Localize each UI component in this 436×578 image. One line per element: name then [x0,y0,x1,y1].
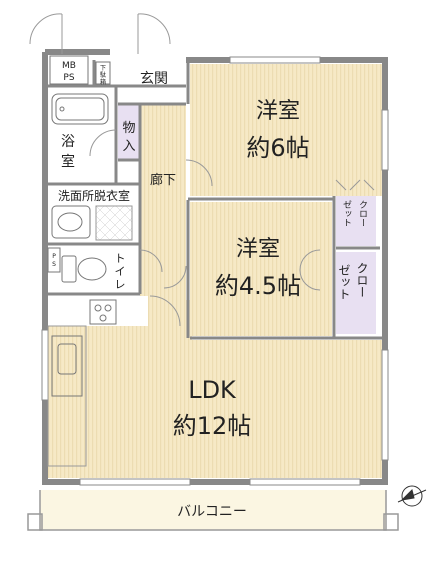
mb-ps-box [49,55,89,85]
western-room-1-name: 洋室 [256,99,300,124]
closet-1-floor [336,196,376,246]
toilet-floor [48,246,138,292]
bath-floor [48,90,114,182]
balcony-outline [27,490,399,531]
closet-2-label-col2: クロー [355,262,369,298]
closet-1-label-col2: クロー [357,200,367,227]
ldk-size: 約12帖 [173,412,252,440]
toilet-label-2: イ [115,265,126,278]
closet-2-floor [336,252,376,334]
shoe-box-label-1: 下 [100,65,106,72]
ps-small-label-2: S [52,261,56,268]
closet-1-label-col1: ゼット [341,200,352,227]
western-room-2-size: 約4.5帖 [215,272,301,300]
storage-floor [118,104,140,160]
closet-2-label-col1: ゼット [337,264,351,300]
storage-label-1: 物 [122,121,135,136]
western-room-1-size: 約6帖 [246,134,309,162]
ldk-floor [48,296,382,478]
counter [47,325,87,467]
bath-label-1: 浴 [61,134,75,150]
storage-label-2: 入 [122,139,135,154]
bath-label-2: 室 [61,153,75,170]
kitchen-sink-icon [51,335,83,397]
ps-box [47,247,61,273]
compass-north-icon [397,485,427,507]
entrance-floor [124,64,186,104]
shoe-box-label-3: 箱 [100,78,106,86]
shoe-box-label-2: 駄 [100,71,106,79]
toilet-label-3: レ [115,278,126,291]
western-room-2-floor [190,202,332,336]
western-room-2-name: 洋室 [236,237,280,262]
ldk-name: LDK [188,376,237,404]
toilet-label-1: ト [115,252,126,265]
ps-small-label-1: P [52,253,56,260]
ps-label: PS [63,73,74,83]
shoe-box [95,61,111,85]
door-swings [29,13,375,327]
washroom-label: 洗面所脱衣室 [58,188,130,203]
mb-label: MB [62,61,76,71]
stove-icon [89,299,117,325]
corridor-label: 廊下 [150,172,176,188]
washing-machine-area [95,205,133,241]
western-room-1-floor [190,64,382,196]
balcony-floor [40,490,386,530]
entrance-label: 玄関 [140,70,168,87]
balcony-label: バルコニー [177,504,247,520]
corridor-floor [140,104,186,304]
interior-walls [48,60,384,340]
washbasin-icon [51,205,91,239]
bathtub-icon [51,93,109,125]
windows [41,56,389,486]
toilet-icon [61,255,107,283]
